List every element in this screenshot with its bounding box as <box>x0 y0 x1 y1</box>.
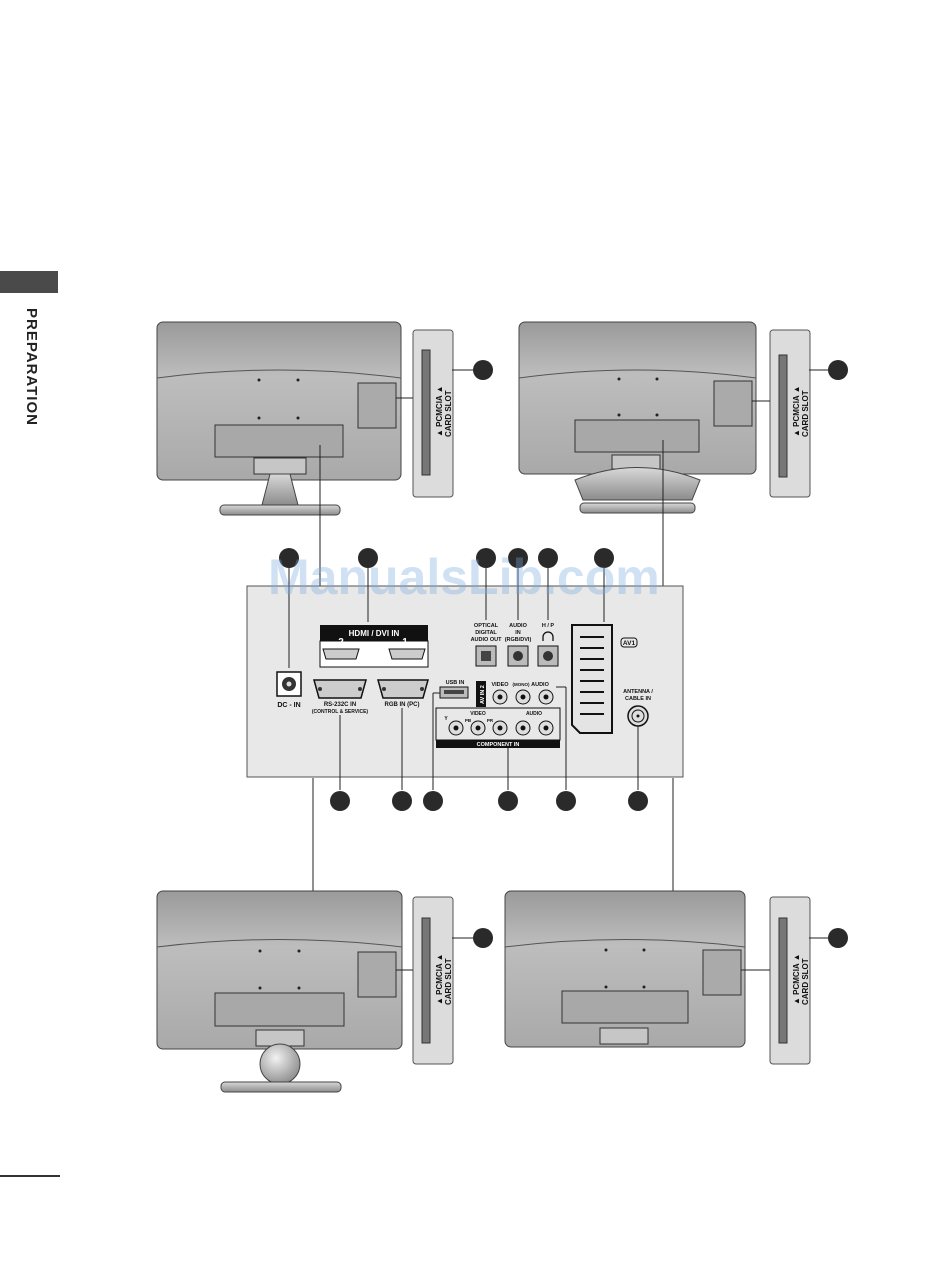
av2-mono-label: (MONO) <box>513 682 530 687</box>
headphone-icon <box>542 631 554 641</box>
component-in-label: COMPONENT IN <box>477 742 520 748</box>
audio-in-label-1: AUDIO <box>509 623 527 629</box>
card-slot-label-4a: ▲ PCMCIA ▲ <box>792 953 801 1005</box>
card-slot-label-3a: ▲ PCMCIA ▲ <box>435 953 444 1005</box>
audio-in-label-3: (RGB/DVI) <box>505 637 532 643</box>
av1-badge <box>620 637 638 648</box>
tv-rear-top-right <box>518 321 757 514</box>
card-slot-label-2b: CARD SLOT <box>801 390 810 437</box>
hdmi-block <box>319 625 429 668</box>
card-slot-label-1b: CARD SLOT <box>444 390 453 437</box>
dc-in-label: DC - IN <box>277 702 300 709</box>
callout-marker <box>828 928 848 948</box>
av-in-2-block <box>476 681 554 707</box>
watermark: ManualsLib.com <box>268 549 660 605</box>
av-in-2-label: AV IN 2 <box>480 685 486 704</box>
optical-label-3: AUDIO OUT <box>471 637 503 643</box>
component-in-block <box>435 707 561 748</box>
card-slot-label-2a: ▲ PCMCIA ▲ <box>792 385 801 437</box>
card-slot-label-4b: CARD SLOT <box>801 958 810 1005</box>
av2-audio-label: AUDIO <box>531 682 549 688</box>
tv-rear-top-left <box>156 321 402 516</box>
optical-label-1: OPTICAL <box>474 623 499 629</box>
hdmi-port-1-label: 1 <box>402 637 408 648</box>
antenna-port <box>627 705 649 727</box>
callout-marker <box>473 360 493 380</box>
component-pb-label: PB <box>465 718 472 723</box>
rs232-label-2: (CONTROL & SERVICE) <box>312 709 369 715</box>
headphone-port <box>537 645 559 667</box>
rgb-pc-port <box>377 679 429 699</box>
component-video-label: VIDEO <box>470 711 486 717</box>
hdmi-title: HDMI / DVI IN <box>349 629 400 638</box>
antenna-label-2: CABLE IN <box>625 696 651 702</box>
component-y-label: Y <box>444 716 448 722</box>
usb-port <box>439 686 469 699</box>
usb-in-label: USB IN <box>446 680 465 686</box>
dc-in-port <box>276 671 302 697</box>
card-slot-box-bottom-right <box>769 896 811 1065</box>
headphone-label: H / P <box>542 623 555 629</box>
card-slot-box-bottom-left <box>412 896 454 1065</box>
rs232-label-1: RS-232C IN <box>324 702 356 708</box>
footer-rule <box>0 1175 60 1177</box>
optical-port <box>475 645 497 667</box>
component-pr-label: PR <box>487 718 494 723</box>
callout-marker <box>473 928 493 948</box>
av2-video-label: VIDEO <box>491 682 509 688</box>
optical-label-2: DIGITAL <box>475 630 497 636</box>
rs232-port <box>313 679 367 699</box>
connector-panel <box>246 585 684 778</box>
component-audio-label: AUDIO <box>526 711 542 717</box>
audio-in-label-2: IN <box>515 630 521 636</box>
card-slot-label-3b: CARD SLOT <box>444 958 453 1005</box>
card-slot-box-top-right <box>769 329 811 498</box>
panel-callouts-bottom <box>330 687 648 811</box>
panel-callouts-top <box>279 548 614 668</box>
section-tab-marker <box>0 271 58 293</box>
tv-rear-bottom-right <box>504 890 746 1048</box>
audio-in-port <box>507 645 529 667</box>
scart-av1-port <box>571 624 613 734</box>
antenna-label-1: ANTENNA / <box>623 689 653 695</box>
card-slot-label-1a: ▲ PCMCIA ▲ <box>435 385 444 437</box>
card-slot-box-top-left <box>412 329 454 498</box>
callout-marker <box>828 360 848 380</box>
tv-rear-bottom-left <box>156 890 403 1093</box>
hdmi-port-2-label: 2 <box>338 637 344 648</box>
av1-label: AV1 <box>623 640 636 647</box>
rgb-in-label: RGB IN (PC) <box>385 702 420 708</box>
